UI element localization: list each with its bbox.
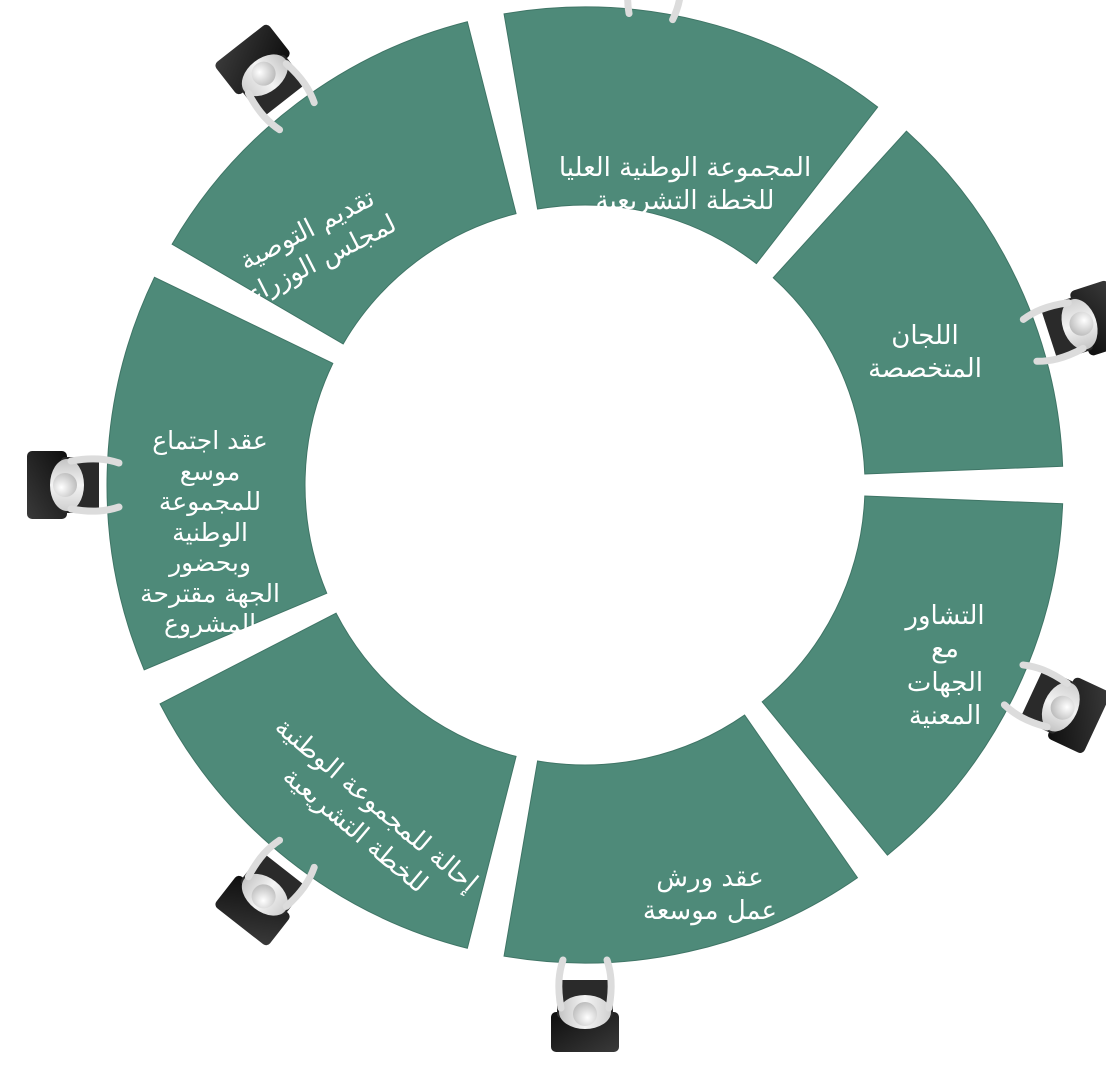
- ring-segment-specialized-committees: [772, 130, 1064, 475]
- label-line: مع: [931, 634, 959, 665]
- label-line: المعنية: [908, 700, 982, 731]
- ring-segment-workshops: [503, 714, 859, 964]
- segment-label-workshops: عقد ورش عمل موسعة: [610, 862, 810, 929]
- label-line: عقد اجتماع: [152, 426, 268, 455]
- label-line: عمل موسعة: [642, 896, 778, 927]
- label-line: المجموعة الوطنية العليا: [558, 153, 812, 183]
- label-line: المتخصصة: [868, 354, 982, 385]
- label-line: الجهات: [906, 667, 984, 698]
- label-line: الجهة مقترحة: [140, 578, 280, 608]
- seated-figure-6: [27, 451, 123, 519]
- label-line: عقد ورش: [656, 863, 764, 893]
- seated-figure-4: [551, 956, 619, 1052]
- ring-segment-consult-entities: [761, 495, 1064, 856]
- seated-figure-5: [215, 836, 318, 946]
- label-line: التشاور: [905, 601, 985, 631]
- segments-layer: [106, 6, 1064, 964]
- ring-segment-refer-to-group: [159, 612, 517, 949]
- label-line: وبحضور: [169, 548, 251, 577]
- segment-label-consult-entities: التشاور مع الجهات المعنية: [870, 600, 1020, 733]
- ring-segment-expanded-meeting: [106, 276, 334, 671]
- segment-label-specialized-committees: اللجان المتخصصة: [850, 320, 1000, 387]
- label-line: موسع: [179, 456, 241, 486]
- seated-figure-7: [215, 24, 318, 134]
- label-line: للخطة التشريعية: [595, 186, 775, 217]
- label-line: الوطنية: [172, 517, 248, 547]
- seated-figure-1: [624, 0, 687, 24]
- segment-label-national-group: المجموعة الوطنية العليا للخطة التشريعية: [520, 152, 850, 219]
- seated-figure-3: [1000, 661, 1106, 753]
- ring-segment-national-group: [503, 6, 879, 265]
- seated-figure-2: [1019, 280, 1106, 365]
- people-layer: [27, 0, 1106, 1052]
- ring-segment-recommendation: [171, 21, 517, 345]
- label-line: المشروع: [163, 609, 257, 638]
- label-line: اللجان: [891, 321, 959, 351]
- segment-label-expanded-meeting: عقد اجتماع موسع للمجموعة الوطنية وبحضور …: [110, 426, 310, 640]
- label-line: للمجموعة: [158, 487, 262, 516]
